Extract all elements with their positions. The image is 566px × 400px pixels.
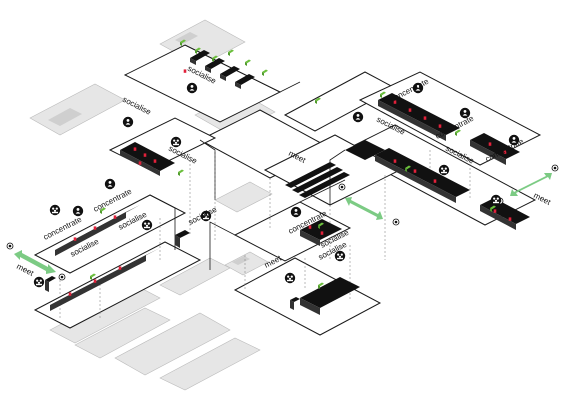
- eye-icon: [6, 242, 14, 250]
- group-icon: [490, 194, 502, 206]
- person-icon: [104, 178, 116, 190]
- double-arrow-icon: [14, 173, 552, 274]
- group-icon: [33, 276, 45, 288]
- person-icon: [186, 82, 198, 94]
- label-socialise: socialise: [121, 95, 153, 117]
- label-meet: meet: [532, 191, 553, 207]
- person-icon: [290, 206, 302, 218]
- group-icon: [284, 272, 296, 284]
- eye-icon: [551, 164, 559, 172]
- eye-icon: [392, 218, 400, 226]
- eye-icon: [58, 273, 66, 281]
- eye-icon: [338, 183, 346, 191]
- person-icon: [352, 111, 364, 123]
- group-icon: [49, 204, 61, 216]
- furniture: [45, 50, 530, 315]
- person-icon: [122, 116, 134, 128]
- label-socialise: socialise: [187, 205, 219, 227]
- group-icon: [141, 219, 153, 231]
- label-meet: meet: [15, 262, 36, 278]
- group-icon: [438, 164, 450, 176]
